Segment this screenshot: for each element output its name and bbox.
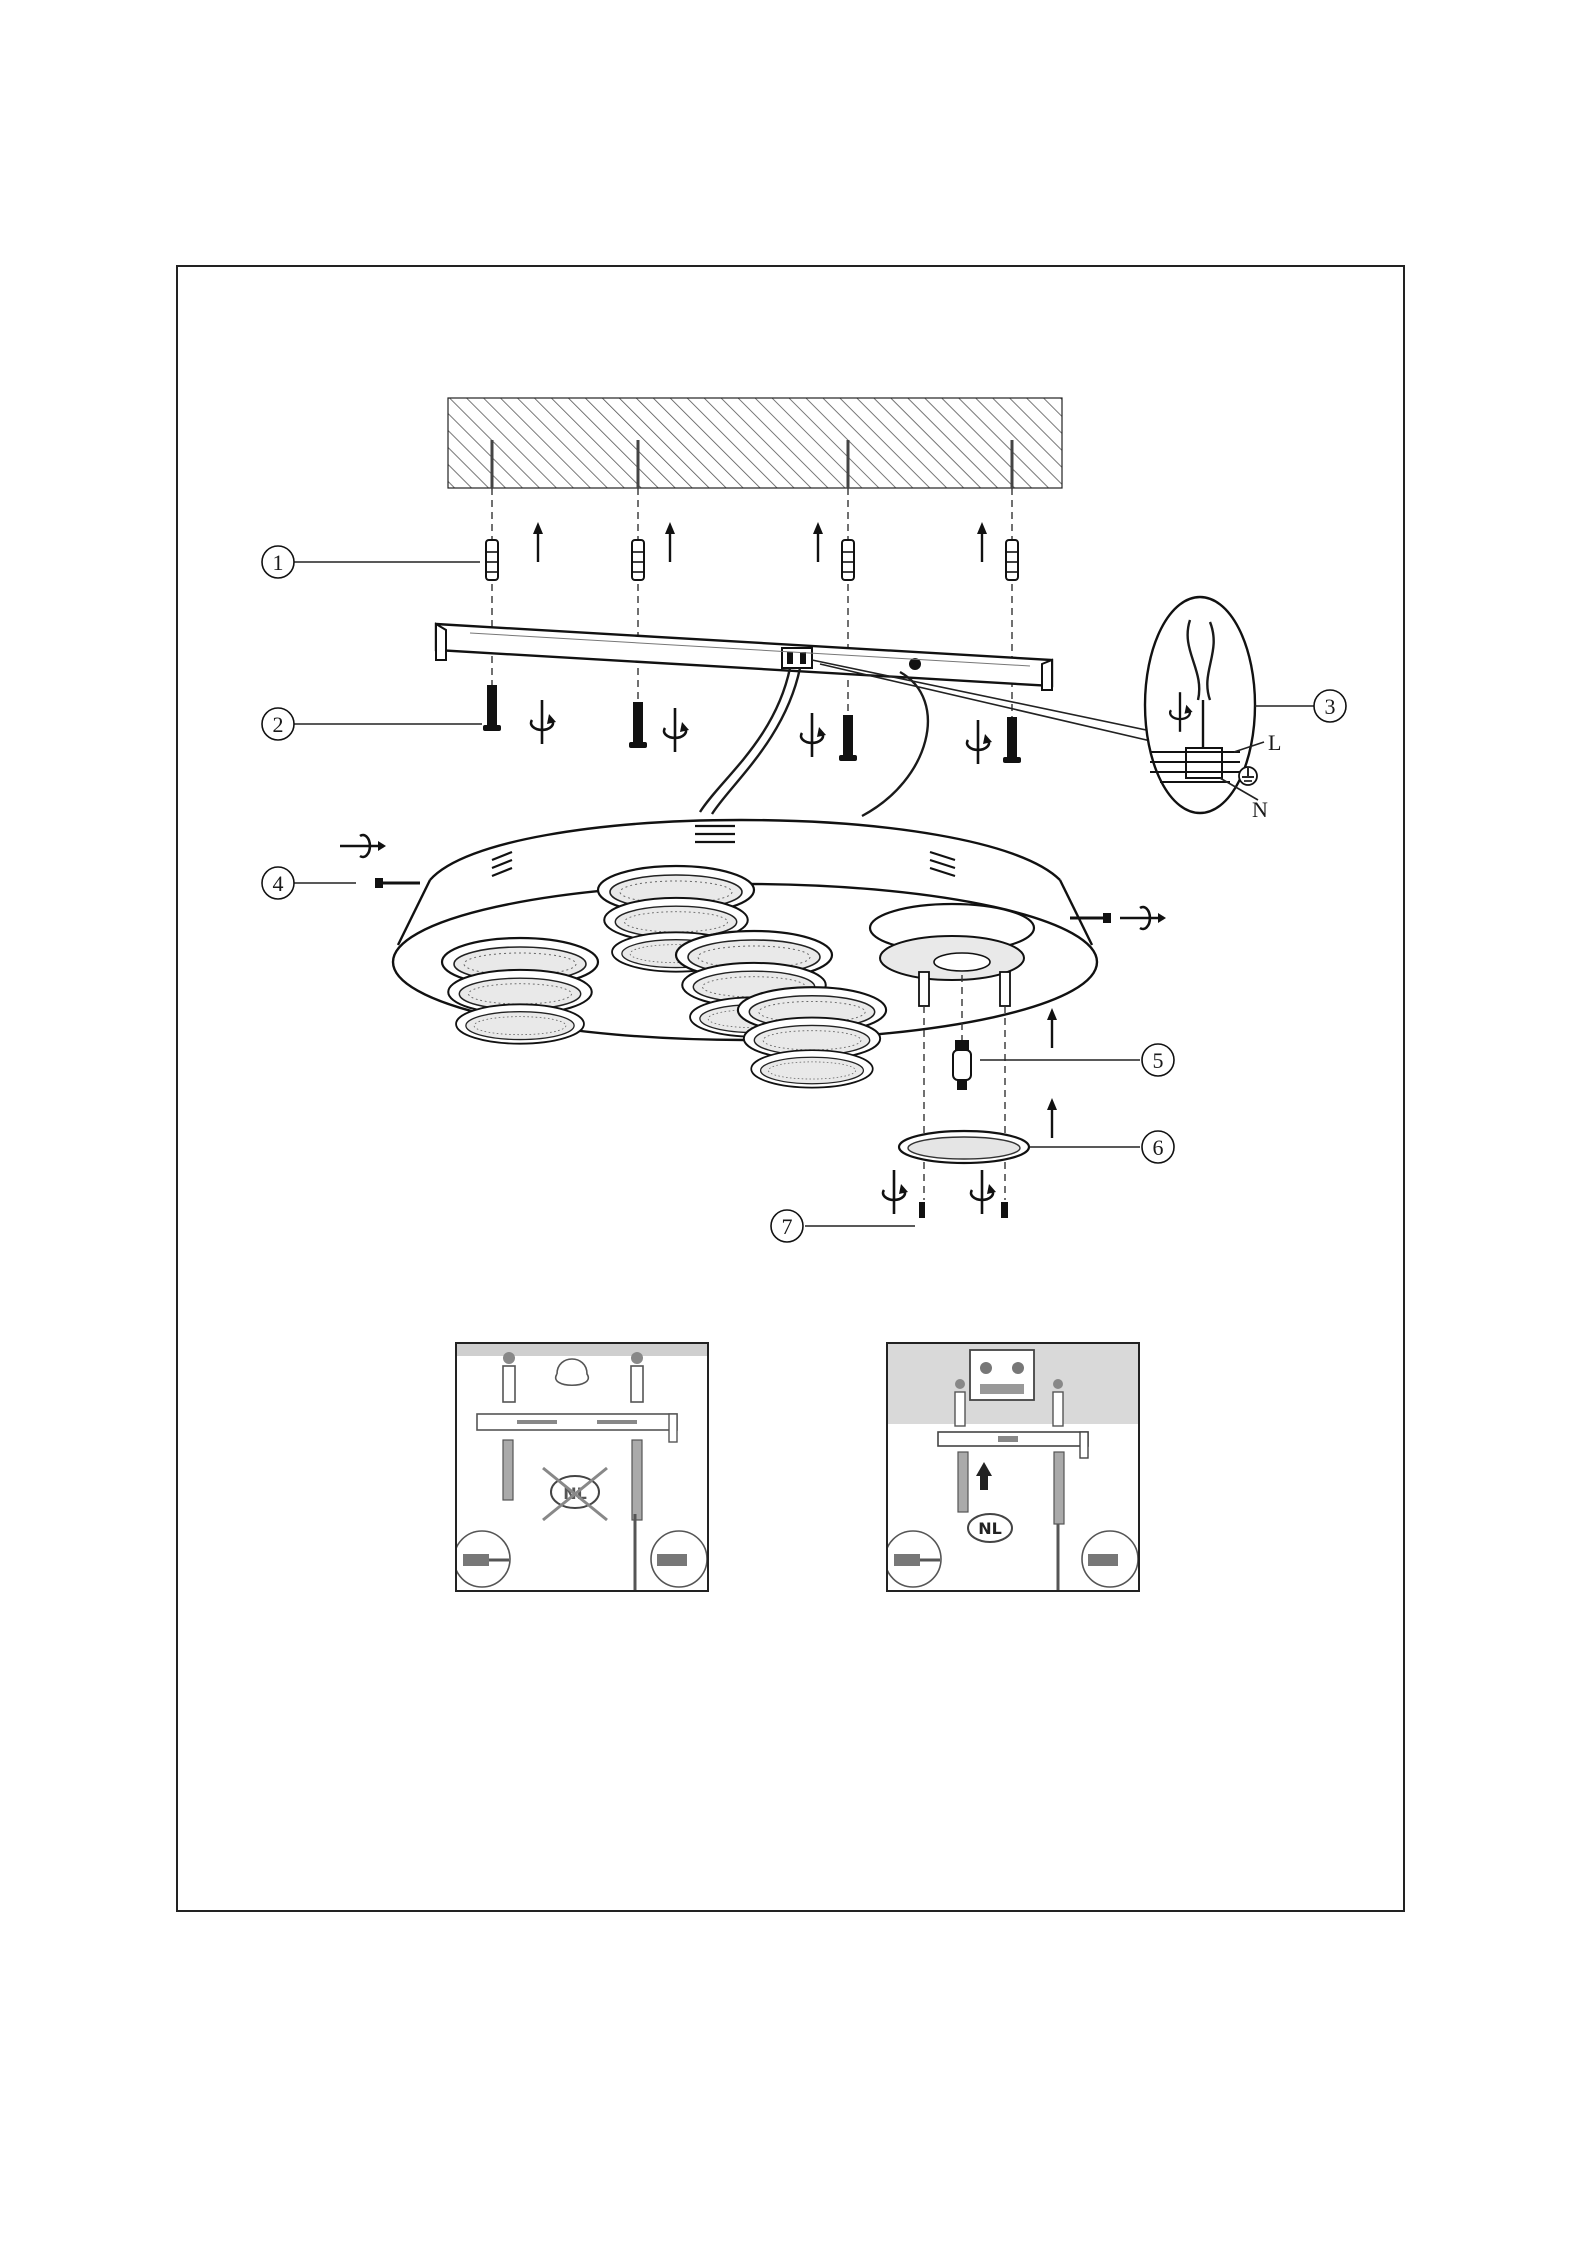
callout-3: 3 xyxy=(1314,690,1346,722)
neutral-label: N xyxy=(1252,797,1268,822)
wiring-detail: L N xyxy=(1145,597,1281,822)
upward-arrow-icon xyxy=(533,522,987,562)
upward-arrow-icon xyxy=(1047,1008,1057,1138)
svg-text:6: 6 xyxy=(1153,1135,1164,1160)
callout-4: 4 xyxy=(262,867,294,899)
inset-correct-drawing: NL xyxy=(888,1344,1138,1590)
callout-2: 2 xyxy=(262,708,294,740)
callout-5: 5 xyxy=(1142,1044,1174,1076)
ground-symbol-icon xyxy=(1239,767,1257,785)
callout-1: 1 xyxy=(262,546,294,578)
svg-text:5: 5 xyxy=(1153,1048,1164,1073)
mounting-bracket xyxy=(436,624,1052,690)
svg-text:3: 3 xyxy=(1325,694,1336,719)
svg-text:4: 4 xyxy=(273,871,284,896)
power-wires xyxy=(700,660,1170,816)
screwdriver-icon xyxy=(635,1514,707,1590)
rotate-arrow-icon xyxy=(531,700,992,764)
callout-7: 7 xyxy=(771,1210,803,1242)
screwdriver-icon xyxy=(1058,1524,1138,1590)
ceiling xyxy=(448,398,1062,488)
screwdriver-icon xyxy=(888,1531,941,1587)
inset-correct-mounting: NL xyxy=(886,1342,1140,1592)
inset-incorrect-drawing: NL xyxy=(457,1344,707,1590)
glass-cover xyxy=(899,1131,1029,1163)
wall-anchors xyxy=(486,540,1018,580)
mounting-screws xyxy=(483,685,1021,763)
cover-screws xyxy=(883,1170,1008,1218)
inset-incorrect-mounting: NL xyxy=(455,1342,709,1592)
inset-right-badge: NL xyxy=(978,1519,1002,1538)
live-label: L xyxy=(1268,730,1281,755)
callout-6: 6 xyxy=(1142,1131,1174,1163)
svg-text:1: 1 xyxy=(273,550,284,575)
screwdriver-icon xyxy=(457,1531,510,1587)
svg-text:7: 7 xyxy=(782,1214,793,1239)
svg-text:2: 2 xyxy=(273,712,284,737)
